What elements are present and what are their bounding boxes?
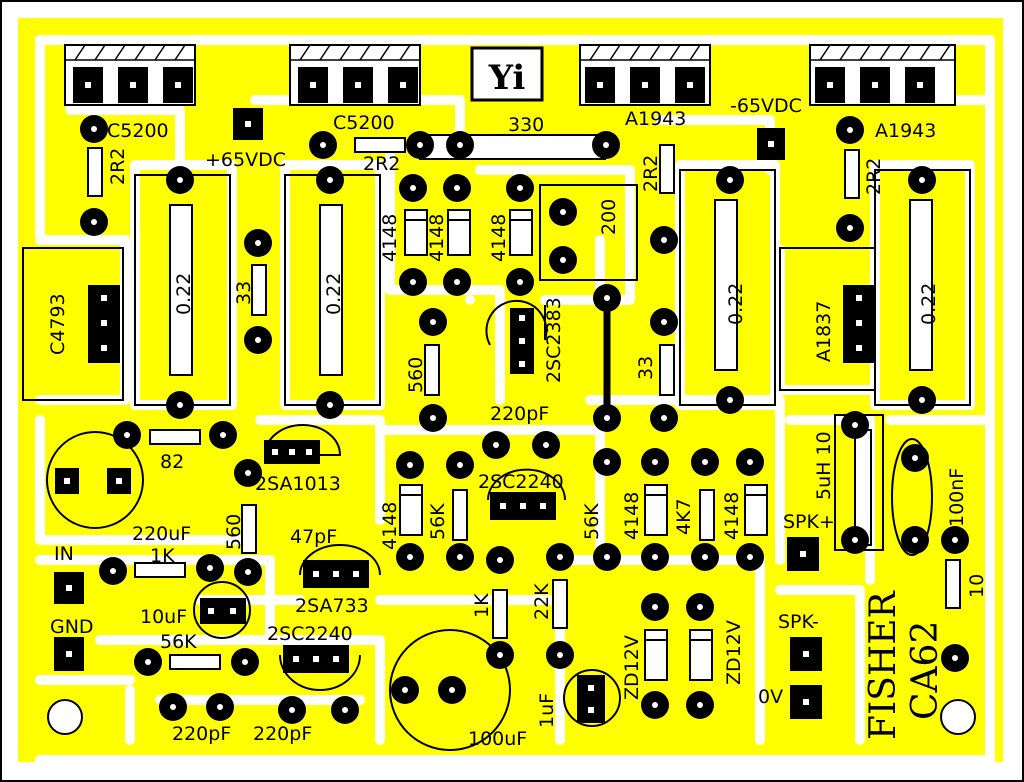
- label-q-2sc2240-a: 2SC2240: [478, 471, 564, 493]
- label-c-220pf-top: 220pF: [490, 403, 549, 425]
- label-gnd: GND: [50, 616, 94, 638]
- round-pads: [80, 115, 969, 724]
- label-c-220pf-a: 220pF: [172, 723, 231, 745]
- label-r-4k7: 4K7: [673, 498, 695, 535]
- label-r-022-c: 0.22: [725, 283, 747, 325]
- label-r-560-b: 560: [223, 514, 245, 550]
- label-q-2sc2240-b: 2SC2240: [267, 623, 353, 645]
- label-d-4148-f: 4148: [721, 492, 743, 540]
- label-neg-supply: -65VDC: [730, 95, 802, 117]
- label-trim-200: 200: [598, 199, 620, 235]
- label-q-2sa1013: 2SA1013: [255, 473, 341, 495]
- label-c-100uf: 100uF: [468, 728, 527, 750]
- label-q-a1837: A1837: [813, 301, 835, 362]
- label-pos-supply: +65VDC: [205, 149, 286, 171]
- label-r-22k: 22K: [531, 583, 553, 620]
- label-r-56k-c: 56K: [160, 631, 197, 653]
- label-spk-pos: SPK+: [783, 511, 835, 533]
- label-0v: 0V: [758, 686, 783, 708]
- label-brand: FISHER: [863, 590, 904, 740]
- label-q-c4793: C4793: [47, 293, 69, 355]
- label-model: CA62: [905, 621, 946, 720]
- label-d-4148-a: 4148: [379, 214, 401, 262]
- square-pads: [54, 67, 935, 723]
- label-q-c5200-mid: C5200: [333, 112, 395, 134]
- label-q-2sa733: 2SA733: [295, 595, 369, 617]
- label-r-022-d: 0.22: [918, 283, 940, 325]
- label-q-2sc2383: 2SC2383: [543, 297, 565, 383]
- label-c-47pf: 47pF: [290, 526, 337, 548]
- label-c-10uf: 10uF: [140, 606, 187, 628]
- label-q-a1943-right: A1943: [875, 120, 936, 142]
- component-outlines: [22, 134, 971, 751]
- logo-text: Yi: [488, 58, 526, 98]
- label-d-4148-e: 4148: [621, 492, 643, 540]
- label-c-100nf: 100nF: [946, 468, 968, 527]
- diode-bands: [400, 219, 767, 641]
- label-r-56k-b: 56K: [581, 503, 603, 540]
- label-r-2r2-a: 2R2: [640, 155, 662, 192]
- label-r-330: 330: [508, 114, 544, 136]
- label-r-2r2-left: 2R2: [107, 148, 129, 185]
- logo-box: [470, 46, 544, 102]
- label-zd-a: ZD12V: [621, 635, 643, 700]
- label-r-33-a: 33: [233, 281, 255, 305]
- label-q-a1943-mid: A1943: [625, 108, 686, 130]
- label-q-c5200-left: C5200: [107, 120, 169, 142]
- label-r-022-b: 0.22: [323, 273, 345, 315]
- silkscreen-labels: Yi C5200 C5200 A1943 A1943 +65VDC -65VDC…: [47, 58, 988, 750]
- label-in: IN: [54, 543, 74, 565]
- label-r-33-b: 33: [635, 356, 657, 380]
- label-r-2r2-b: 2R2: [863, 158, 885, 195]
- label-d-4148-c: 4148: [488, 214, 510, 262]
- label-zd-b: ZD12V: [723, 620, 745, 685]
- label-r-560-a: 560: [405, 357, 427, 393]
- label-c-220uf: 220uF: [132, 523, 191, 545]
- mounting-holes: [47, 699, 976, 735]
- label-r-10: 10: [966, 574, 988, 598]
- label-d-4148-b: 4148: [426, 214, 448, 262]
- label-r-82: 82: [160, 451, 184, 473]
- label-c-1uf: 1uF: [536, 693, 558, 728]
- label-r-56k-a: 56K: [427, 503, 449, 540]
- label-r-1k-a: 1K: [150, 545, 175, 567]
- label-r-022-a: 0.22: [173, 273, 195, 315]
- label-r-1k-b: 1K: [471, 593, 493, 618]
- label-c-220pf-b: 220pF: [253, 723, 312, 745]
- label-r-2r2-mid: 2R2: [363, 153, 400, 175]
- label-l-5uh: 5uH 10: [813, 431, 835, 500]
- label-spk-neg: SPK-: [778, 611, 819, 633]
- label-d-4148-d: 4148: [379, 502, 401, 550]
